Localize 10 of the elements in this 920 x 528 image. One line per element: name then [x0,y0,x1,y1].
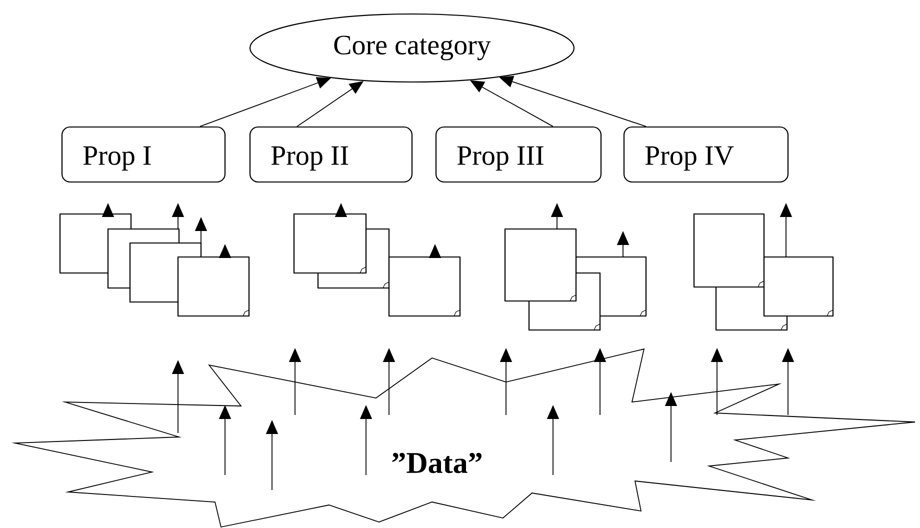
note-sheet [763,256,834,317]
note-sheet [177,256,250,317]
note-sheet [693,213,765,288]
rounded-box: Prop I [61,126,226,183]
rounded-box: Prop II [249,126,413,183]
note-sheet [293,213,367,274]
note-sheet [388,256,461,317]
rounded-box: Prop IV [623,126,789,183]
note-sheet [504,228,577,302]
rounded-box: Prop III [435,126,602,183]
